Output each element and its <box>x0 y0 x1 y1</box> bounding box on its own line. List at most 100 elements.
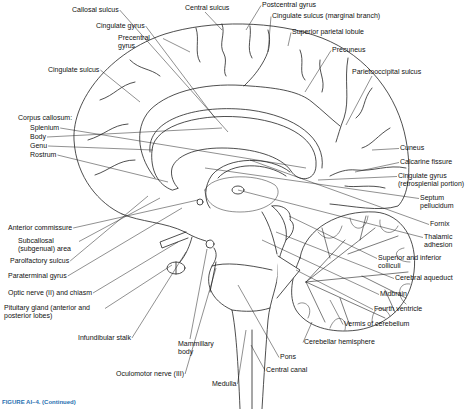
orbital-surface <box>122 214 185 232</box>
sulcus-line <box>100 82 135 100</box>
part-label: Postcentral gyrus <box>262 1 316 9</box>
part-label: Rostrum <box>30 151 56 159</box>
leader-line <box>48 146 153 150</box>
part-label: Medulla <box>212 380 237 388</box>
optic-nerve <box>160 232 188 248</box>
part-label: Precuneus <box>332 46 365 54</box>
leader-lines <box>47 6 429 385</box>
part-label: Infundibular stalk <box>78 334 131 342</box>
cerebellar-folia <box>298 216 410 330</box>
leader-line <box>68 208 182 276</box>
leader-line <box>318 177 397 181</box>
leader-line <box>330 300 343 325</box>
leader-line <box>238 330 246 384</box>
leader-line <box>163 39 190 53</box>
leader-line <box>355 163 399 173</box>
fornix <box>206 160 290 208</box>
pons-border <box>232 308 270 311</box>
sulcus-line <box>95 160 135 175</box>
fourth-ventricle <box>277 256 300 298</box>
leader-line <box>288 33 291 47</box>
part-label: Precentral gyrus <box>118 34 162 50</box>
part-label: Cuneus <box>400 144 424 152</box>
leader-line <box>372 149 399 151</box>
leader-line <box>185 268 216 374</box>
part-label: Optic nerve (II) and chiasm <box>8 289 92 297</box>
part-label: Fornix <box>430 220 449 228</box>
leader-line <box>251 345 265 371</box>
part-label: Cerebellar hemisphere <box>304 338 375 346</box>
part-label: Paraterminal gyrus <box>8 272 67 280</box>
part-label: Cerebral aqueduct <box>395 274 453 282</box>
fornix <box>218 166 286 178</box>
sulcus-line <box>249 26 252 58</box>
part-label: Pons <box>280 353 296 361</box>
part-label: Parolfactory sulcus <box>10 257 69 265</box>
leader-line <box>47 128 222 137</box>
leader-line <box>305 51 331 93</box>
leader-line <box>250 160 429 225</box>
part-label: Septum pellucidum <box>420 194 470 210</box>
part-label: Callosal sulcus <box>72 6 119 14</box>
leader-line <box>100 70 140 102</box>
cerebral-aqueduct <box>262 212 277 254</box>
sulcus-line <box>244 30 270 86</box>
part-label: Calcarine fissure <box>400 158 452 166</box>
part-label: Central canal <box>266 366 307 374</box>
oculomotor-nerve <box>210 262 216 292</box>
leader-line <box>132 252 186 338</box>
leader-line <box>238 190 423 238</box>
cerebrum-outline <box>74 24 409 214</box>
part-label: Parietooccipital sulcus <box>352 68 421 76</box>
part-label: Cingulate gyrus <box>96 22 145 30</box>
part-label: Cingulate sulcus (marginal branch) <box>272 12 380 20</box>
thalamus <box>205 177 278 212</box>
leader-line <box>246 6 261 31</box>
leader-line <box>146 26 215 118</box>
leader-line <box>268 17 271 53</box>
leader-line <box>276 232 394 279</box>
leader-line <box>296 270 373 310</box>
sulcus-line <box>320 60 323 92</box>
part-label: Thalamic adhesion <box>424 233 472 249</box>
leader-line <box>190 249 207 339</box>
sulcus-line <box>88 124 128 140</box>
part-label: Genu <box>30 142 47 150</box>
central-canal <box>252 330 253 409</box>
leader-line <box>205 12 222 30</box>
sulcus-line <box>345 186 385 188</box>
leader-line <box>105 265 172 309</box>
part-label: Central sulcus <box>185 4 229 12</box>
part-label: Fourth ventricle <box>374 305 422 313</box>
leader-line <box>346 76 372 125</box>
leader-line <box>57 155 168 182</box>
part-label: Vermis of cerebellum <box>344 320 409 328</box>
pons-border <box>212 264 272 270</box>
sulcus-line <box>336 58 348 142</box>
part-label: Splenium <box>30 124 59 132</box>
brainstem-posterior <box>262 206 286 409</box>
hypothalamus-border <box>185 232 206 241</box>
sulcus-line <box>196 28 200 62</box>
brain-illustration <box>74 24 415 409</box>
part-label: Pituitary gland (anterior and posterior … <box>4 304 104 320</box>
part-label: Body <box>30 133 46 141</box>
part-label: Anterior commissure <box>8 224 72 232</box>
sulcus-line <box>130 60 160 76</box>
leader-line <box>73 200 198 228</box>
part-label: Superior and inferior colliculi <box>378 254 444 270</box>
sulcus-line <box>330 167 406 176</box>
cerebellum-outline <box>292 212 415 331</box>
sulcus-line <box>356 88 372 118</box>
leader-line <box>262 240 379 295</box>
leader-line <box>238 285 279 358</box>
figure-caption: FIGURE AI–4. (Continued) <box>2 399 76 406</box>
sulcus-line <box>362 128 390 148</box>
part-label: Mammillary body <box>178 340 218 356</box>
part-label: Oculomotor nerve (III) <box>116 370 184 378</box>
part-label: Midbrain <box>380 290 407 298</box>
sulcus-line <box>300 50 305 80</box>
corpus-callosum <box>152 116 316 190</box>
